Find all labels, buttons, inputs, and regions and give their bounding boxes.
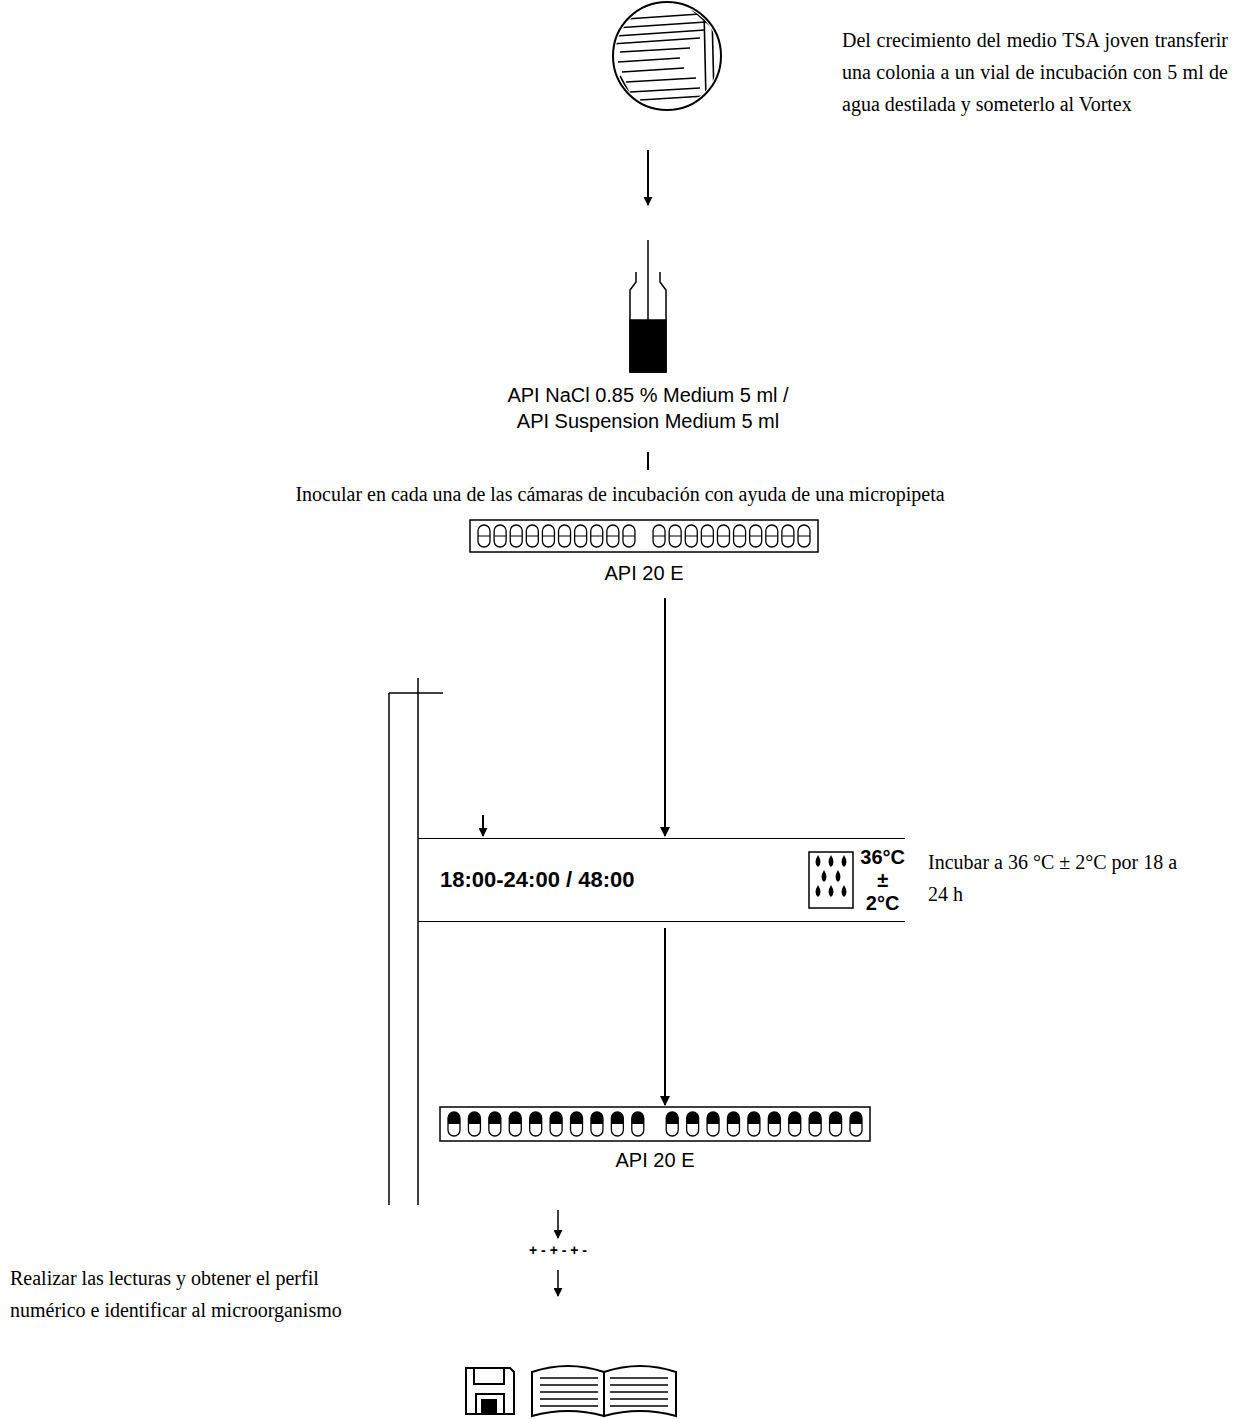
result-signs: + - + - + - — [458, 1240, 658, 1260]
api-strip-filled — [440, 1107, 870, 1141]
flow-arrow — [557, 1210, 559, 1238]
petri-dish — [612, 2, 721, 110]
api-strip-node: API 20 E — [440, 1107, 870, 1183]
bracket-lines — [389, 678, 443, 1205]
flow-connector — [664, 928, 666, 1105]
incubation-note: Incubar a 36 °C ± 2°C por 18 a 24 h — [928, 846, 1178, 910]
reading-note: Realizar las lecturas y obtener el perfi… — [10, 1262, 372, 1326]
incubation-band: 18:00-24:00 / 48:00 36°C ± 2°C — [418, 838, 905, 922]
flow-connector — [664, 598, 666, 836]
time-text: 18:00-24:00 / 48:00 — [440, 867, 808, 893]
humidity-icon — [808, 851, 854, 909]
flow-arrow — [557, 1270, 559, 1296]
instruction-note: Del crecimiento del medio TSA joven tran… — [842, 24, 1228, 120]
flow-line — [647, 452, 649, 470]
small-arrow — [482, 815, 484, 836]
medium-label: API NaCl 0.85 % Medium 5 ml / API Suspen… — [493, 382, 803, 434]
api-strip-node: API 20 E — [470, 520, 818, 592]
instruction-note: Inocular en cada una de las cámaras de i… — [170, 478, 1070, 510]
floppy-icon — [466, 1368, 514, 1414]
temperature-text: 36°C ± 2°C — [860, 846, 905, 915]
flow-arrow — [647, 150, 649, 205]
strip-name: API 20 E — [440, 1147, 870, 1173]
book-icon — [532, 1366, 676, 1416]
strip-name: API 20 E — [470, 560, 818, 586]
api-strip — [470, 520, 818, 552]
suspension-tube — [630, 240, 666, 372]
